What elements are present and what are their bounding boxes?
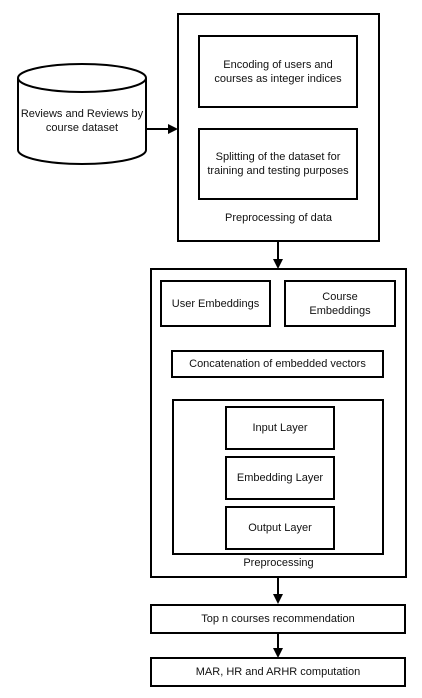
course-embeddings-box: Course Embeddings — [284, 280, 396, 327]
dataset-label: Reviews and Reviews by course dataset — [20, 108, 144, 134]
preprocessing-data-caption: Preprocessing of data — [224, 212, 332, 224]
input-layer-box: Input Layer — [225, 406, 335, 450]
splitting-step-box: Splitting of the dataset for training an… — [198, 128, 358, 200]
encoding-step-box: Encoding of users and courses as integer… — [198, 35, 358, 108]
model-caption: Preprocessing — [243, 557, 314, 569]
embedding-layer-box: Embedding Layer — [225, 456, 335, 500]
metrics-computation-box: MAR, HR and ARHR computation — [150, 657, 406, 687]
user-embeddings-box: User Embeddings — [160, 280, 271, 327]
concatenation-box: Concatenation of embedded vectors — [171, 350, 384, 378]
top-n-recommendation-box: Top n courses recommendation — [150, 604, 406, 634]
output-layer-box: Output Layer — [225, 506, 335, 550]
